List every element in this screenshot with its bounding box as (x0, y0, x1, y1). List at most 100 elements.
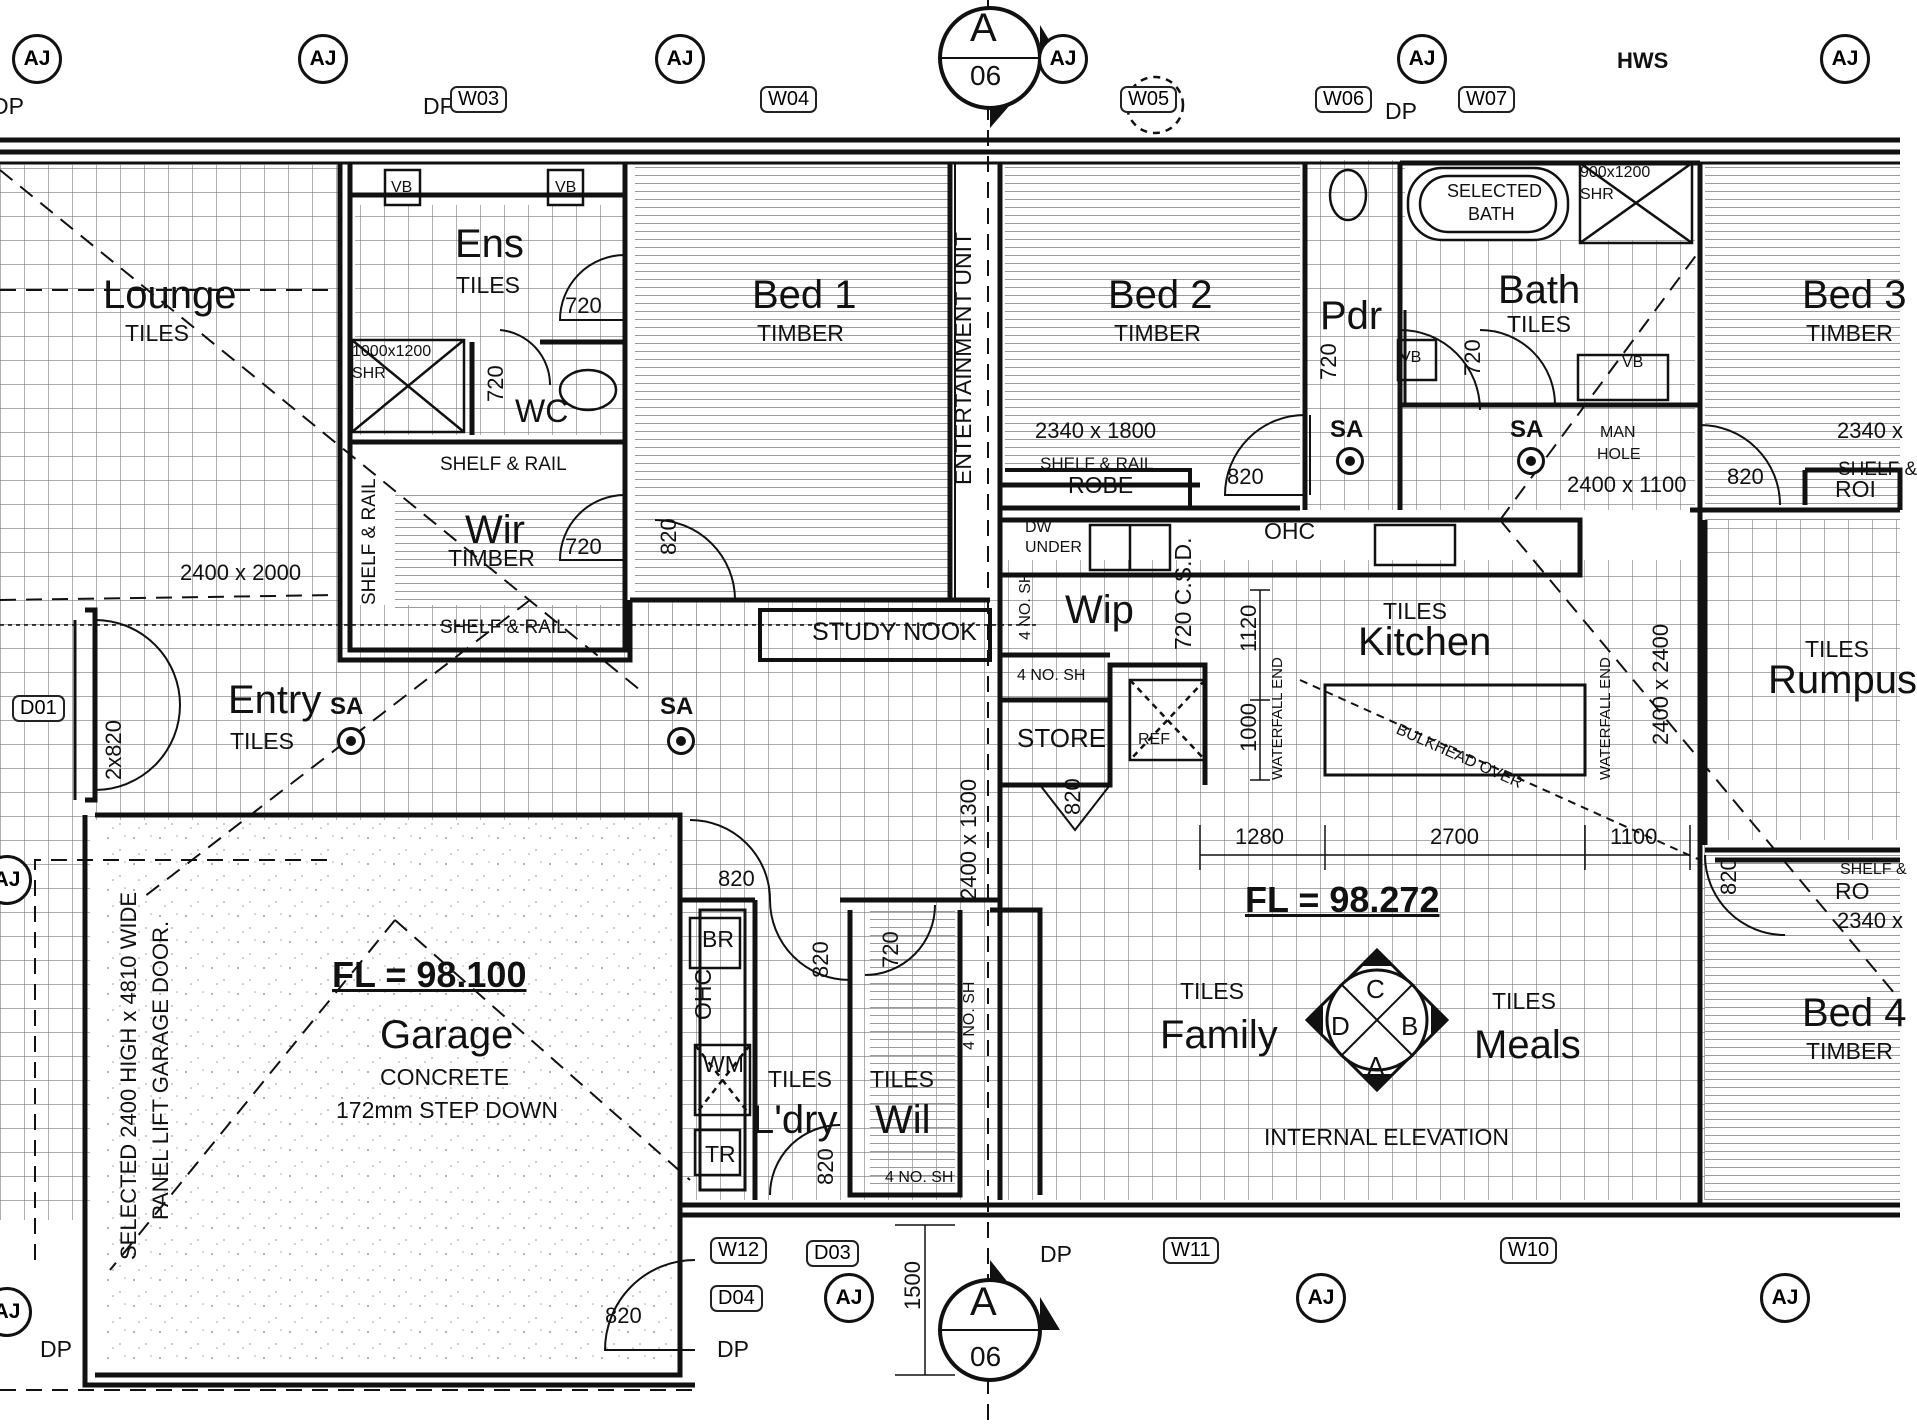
entertainment-unit: ENTERTAINMENT UNIT (950, 231, 976, 485)
section-sheet-top: 06 (970, 60, 1002, 91)
dim-820: 820 (656, 518, 681, 555)
room-name-family: Family (1160, 1013, 1278, 1057)
grid-tag-aj: AJ (655, 34, 705, 84)
room-finish-ens: TILES (456, 272, 520, 298)
grid-tag-aj: AJ (1038, 34, 1088, 84)
linen-br: BR (702, 926, 734, 952)
room-name-kitchen: Kitchen (1358, 620, 1492, 664)
garage-door-note-1: SELECTED 2400 HIGH x 4810 WIDE (116, 891, 141, 1260)
bath-shower (1578, 161, 1694, 245)
section-letter-top: A (970, 6, 997, 50)
room-finish-garage: CONCRETE (380, 1064, 510, 1090)
dim-entry-door: 2x820 (101, 720, 126, 780)
room-finish-wil: TILES (870, 1066, 934, 1092)
dim-1280: 1280 (1235, 824, 1284, 849)
dim-820: 820 (1727, 464, 1764, 489)
dim-820: 820 (1060, 778, 1085, 815)
section-letter-bottom: A (970, 1280, 997, 1324)
vanity-bath (1576, 353, 1670, 402)
room-name-entry: Entry (228, 678, 322, 722)
dim-820: 820 (605, 1303, 642, 1328)
fridge-label: REF (1138, 731, 1170, 748)
dim-820: 820 (1716, 858, 1741, 895)
wip-shelves: 4 NO. SH (1017, 571, 1034, 640)
bed2-robe: ROBE (1068, 472, 1134, 498)
vanity-label: VB (1400, 349, 1422, 366)
smoke-alarm-icon (1517, 447, 1545, 475)
dim-720: 720 (565, 293, 602, 318)
vanity-label: VB (391, 179, 413, 196)
floor-finishes (0, 160, 1900, 1360)
wir-shelf-rail-side: SHELF & RAIL (359, 478, 380, 605)
vanity-ens-left (383, 168, 422, 207)
bed4-robe-short: RO (1835, 878, 1870, 904)
hws-label: HWS (1617, 48, 1669, 73)
window-tag-w05: W05 (1120, 86, 1178, 113)
downpipe-label: DP (1385, 98, 1417, 124)
smoke-alarm-icon (1336, 447, 1364, 475)
grid-tag-aj: AJ (12, 34, 62, 84)
room-name-ens: Ens (455, 222, 524, 266)
laundry-tr: TR (705, 1141, 736, 1167)
bath-tub (1406, 166, 1570, 242)
bed4-shelf-short: SHELF & (1840, 861, 1907, 878)
room-finish-wir: TIMBER (448, 545, 535, 571)
garage-floor-level: FL = 98.100 (332, 954, 527, 995)
smoke-alarm-icon (337, 727, 365, 755)
room-finish-kitchen: TILES (1383, 598, 1447, 624)
room-name-store: STORE (1017, 723, 1107, 753)
wip-shelves-low: 4 NO. SH (1017, 667, 1086, 684)
door-tag-d03: D03 (806, 1240, 859, 1267)
room-finish-bed1: TIMBER (757, 320, 844, 346)
grid-tag-aj: AJ (1296, 1273, 1346, 1323)
dim-robe-bed2: 2340 x 1800 (1035, 418, 1157, 443)
main-floor-level: FL = 98.272 (1245, 879, 1440, 920)
waterfall-end-left: WATERFALL END (1269, 657, 1286, 780)
bath-shower-label: SHR (1580, 186, 1614, 203)
dim-bed3-size: 2340 x (1837, 418, 1904, 443)
elevation-letter-d: D (1331, 1011, 1350, 1041)
tr-tub (693, 1128, 742, 1177)
dim-820: 820 (813, 1148, 838, 1185)
ens-shower-label: SHR (352, 365, 386, 382)
dim-hall-vert: 2400 x 1300 (956, 778, 981, 900)
wil-shelves-side: 4 NO. SH (961, 981, 978, 1050)
downpipe-label: DP (717, 1336, 749, 1362)
room-name-garage: Garage (380, 1013, 514, 1057)
room-name-rumpus: Rumpus (1768, 658, 1917, 702)
room-finish-bed4: TIMBER (1806, 1038, 1893, 1064)
dim-pdr-size: 2400 x 1100 (1567, 472, 1687, 497)
dim-wir-size: 2400 x 2000 (180, 560, 302, 585)
window-tag-w07: W07 (1458, 86, 1516, 113)
dim-720: 720 (565, 534, 602, 559)
room-name-lounge: Lounge (103, 273, 237, 317)
dim-1100: 1100 (1610, 824, 1658, 849)
bath-tub-label-2: BATH (1468, 204, 1515, 224)
room-finish-lounge: TILES (125, 320, 189, 346)
dw-under-2: UNDER (1025, 539, 1082, 556)
grid-tag-aj: AJ (1760, 1273, 1810, 1323)
dim-2700: 2700 (1430, 824, 1479, 849)
manhole-1: MAN (1600, 424, 1636, 441)
elevation-letter-a: A (1367, 1051, 1385, 1081)
room-finish-bed3: TIMBER (1806, 320, 1893, 346)
bed3-robe-short: ROI (1835, 476, 1876, 502)
door-tag-d01: D01 (12, 695, 65, 722)
door-tag-d04: D04 (710, 1285, 763, 1312)
room-name-meals: Meals (1474, 1023, 1581, 1067)
cooktop (1373, 523, 1457, 567)
window-tag-w06: W06 (1315, 86, 1373, 113)
bath-shower-size: 900x1200 (1580, 164, 1651, 181)
door-swings (94, 254, 1786, 1351)
downpipe-label: DP (1040, 1241, 1072, 1267)
fixtures (350, 75, 1694, 1177)
room-name-pdr: Pdr (1320, 294, 1383, 338)
elevation-caption: INTERNAL ELEVATION (1264, 1124, 1509, 1150)
room-finish-bath: TILES (1507, 311, 1571, 337)
room-name-study: STUDY NOOK (812, 618, 977, 646)
room-name-wip: Wip (1065, 588, 1134, 632)
section-marker-top (938, 6, 1060, 128)
dim-bed4-size: 2340 x (1837, 908, 1904, 933)
